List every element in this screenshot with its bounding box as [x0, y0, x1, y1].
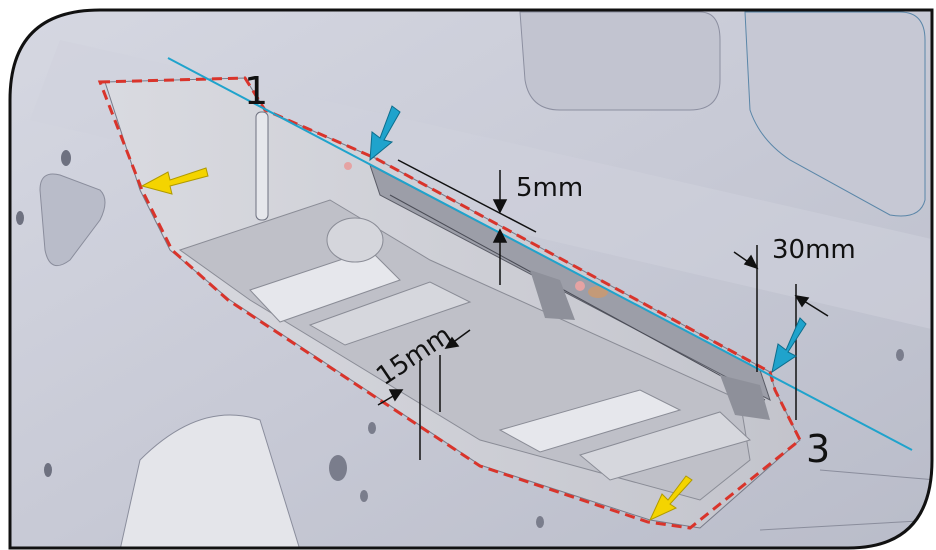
arrow-down-left-icon — [369, 105, 401, 162]
reference-line — [167, 57, 913, 451]
dimension-gap-top — [397, 159, 537, 285]
gap-top-label: 5mm — [516, 173, 583, 203]
dimension-depth — [377, 329, 471, 460]
frame-border — [8, 8, 934, 550]
arrow-down-left-icon — [771, 317, 807, 374]
recessed-pocket — [104, 77, 801, 529]
arrow-down-left-icon — [648, 475, 693, 522]
arrow-left-icon — [140, 167, 209, 195]
gap-side-label: 30mm — [772, 235, 856, 265]
point-3-label: 3 — [806, 427, 830, 471]
pocket-boundary — [97, 76, 802, 530]
dimension-gap-side — [733, 245, 829, 420]
point-1-label: 1 — [244, 69, 268, 113]
